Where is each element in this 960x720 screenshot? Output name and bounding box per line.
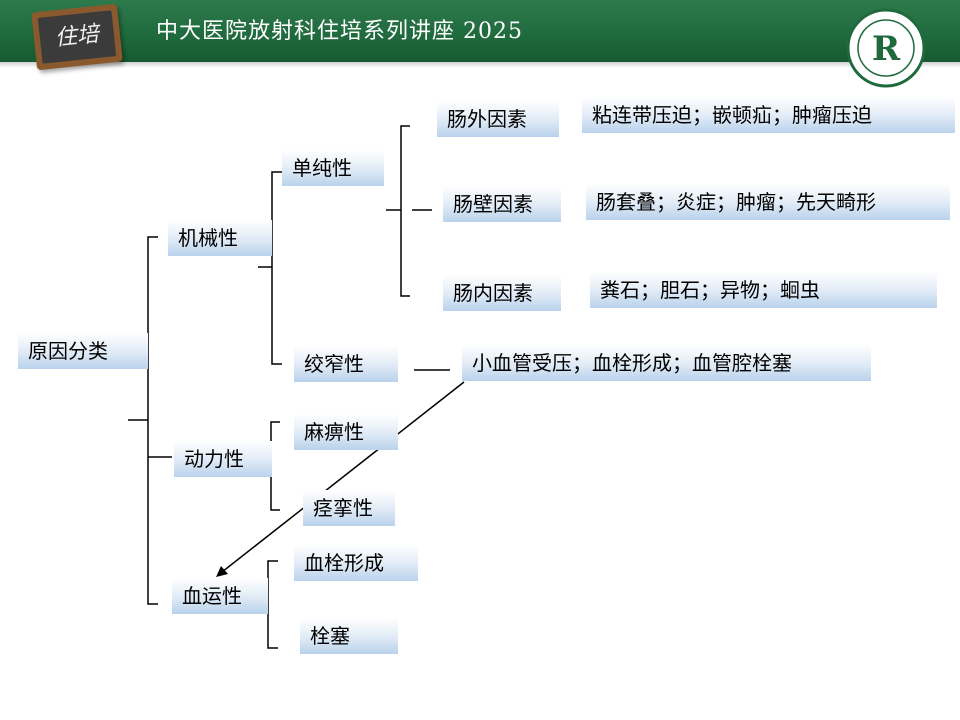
wall-node: 肠壁因素 — [443, 186, 561, 222]
header-shadow — [0, 62, 960, 68]
vascular-node: 血运性 — [172, 578, 268, 614]
intraluminal-node: 肠内因素 — [443, 275, 561, 311]
header-bar — [0, 0, 960, 62]
spastic-node: 痉挛性 — [303, 490, 395, 526]
hospital-logo-icon: R — [846, 8, 926, 88]
dynamic-node: 动力性 — [174, 441, 272, 477]
wall-detail: 肠套叠；炎症；肿瘤；先天畸形 — [586, 184, 950, 220]
extrinsic-node: 肠外因素 — [437, 101, 559, 137]
extrinsic-detail: 粘连带压迫；嵌顿疝；肿瘤压迫 — [582, 97, 955, 133]
strangulated-detail: 小血管受压；血栓形成；血管腔栓塞 — [462, 345, 871, 381]
logo-letter: R — [872, 29, 901, 69]
mechanical-node: 机械性 — [168, 220, 272, 256]
strangulated-node: 绞窄性 — [294, 346, 398, 382]
intraluminal-detail: 粪石；胆石；异物；蛔虫 — [590, 272, 937, 308]
embolism-node: 栓塞 — [300, 618, 398, 654]
simple-node: 单纯性 — [282, 150, 384, 186]
root-node: 原因分类 — [18, 333, 148, 369]
paralytic-node: 麻痹性 — [294, 414, 398, 450]
page-title: 中大医院放射科住培系列讲座 2025 — [156, 19, 523, 44]
thrombosis-node: 血栓形成 — [294, 545, 418, 581]
